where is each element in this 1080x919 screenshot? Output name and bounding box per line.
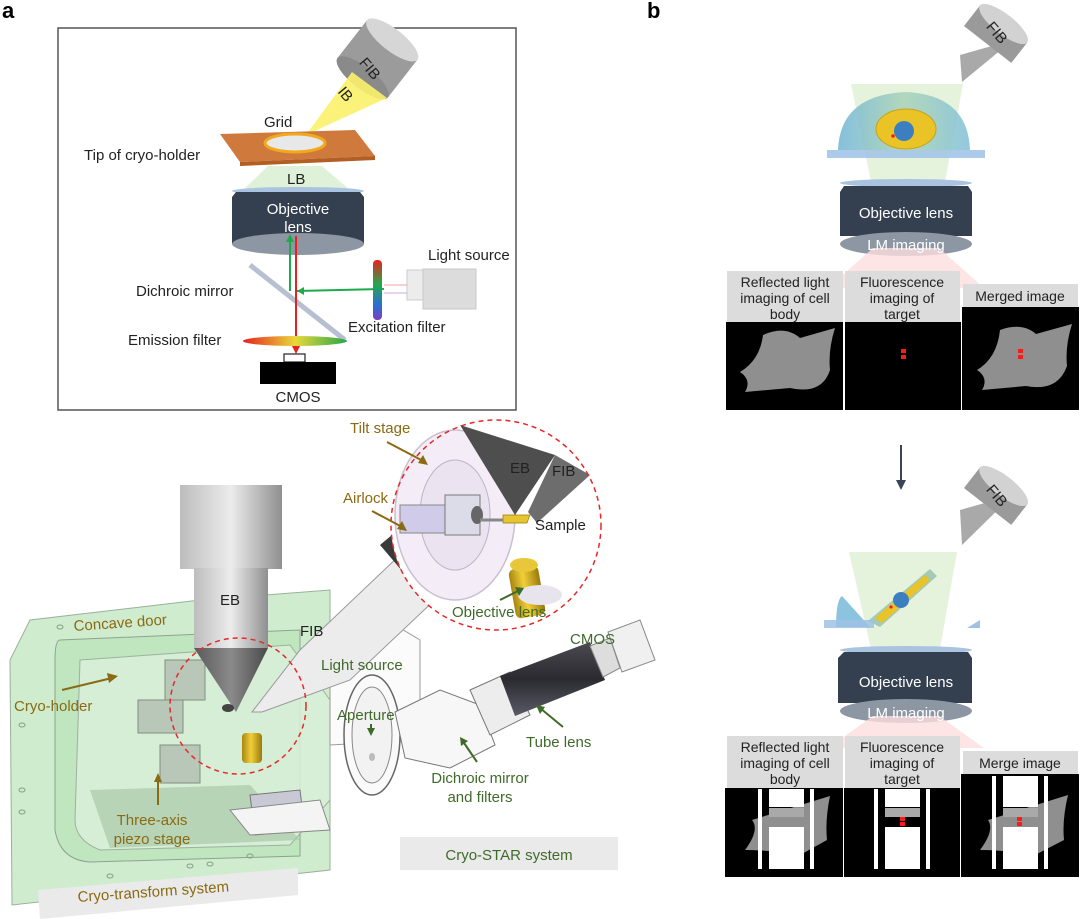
inset-fib-label: FIB (552, 463, 575, 480)
excitation-ray (296, 288, 385, 292)
sample-label: Sample (535, 517, 586, 534)
b-top-tile3-line1: Merged image (975, 288, 1065, 304)
b-bottom-objective-lens-icon (828, 646, 984, 748)
grid-label: Grid (264, 114, 292, 131)
b-bottom-tile2-line3: target (884, 771, 920, 787)
grid-icon (263, 132, 327, 154)
dichroic-cad-label-line1: Dichroic mirror (431, 770, 529, 787)
b-bottom-tile1-line2: imaging of cell (740, 755, 830, 771)
b-top-tile2-line3: target (884, 306, 920, 322)
panel-letter-a: a (2, 0, 15, 23)
b-top-objective-label: Objective lens (859, 205, 953, 222)
b-bottom-tile2-line1: Fluorescence (860, 739, 944, 755)
b-top-tile1-line1: Reflected light (741, 274, 830, 290)
airlock-arrow (371, 510, 405, 529)
cryo-star-system-box (400, 837, 618, 870)
aperture-flange (343, 674, 401, 796)
b-bottom-image-tile-merged (961, 751, 1079, 877)
excitation-label: Excitation filter (348, 319, 446, 336)
b-top-objective-lens-icon (828, 179, 984, 288)
b-bottom-tile1-line3: body (770, 771, 800, 787)
inset-eb-label: EB (510, 460, 530, 477)
inset-highlight-circle (390, 419, 602, 631)
tilt-stage-label: Tilt stage (350, 420, 410, 437)
b-bottom-image-tile-fluorescence (844, 736, 960, 877)
chamber-highlight-circle (169, 637, 307, 775)
b-top-image-tile-fluorescence (845, 271, 961, 410)
stage-base (229, 789, 331, 836)
b-bottom-lm-label: LM imaging (867, 705, 945, 722)
ion-beam (306, 72, 387, 135)
cryo-transform-system-box (38, 868, 298, 919)
tube-lens-arrow (539, 707, 564, 728)
b-bottom-fib-icon (960, 465, 1029, 545)
light-beam (243, 166, 350, 190)
fib-column-label: FIB (300, 623, 323, 640)
b-bottom-tile2-line2: imaging of (870, 755, 935, 771)
b-top-tile2-line2: imaging of (870, 290, 935, 306)
b-bottom-coverslip-left (824, 620, 874, 628)
b-top-coverslip (827, 150, 985, 158)
b-bottom-nucleus (893, 592, 909, 608)
eb-column (180, 485, 282, 712)
airlock-label: Airlock (343, 490, 389, 507)
b-bottom-tile1-line1: Reflected light (741, 739, 830, 755)
dichroic-cad-label-line2: and filters (447, 789, 512, 806)
light-source-label: Light source (428, 247, 510, 264)
cryo-star-system-label: Cryo-STAR system (445, 847, 572, 864)
inset-objective-arrow (499, 589, 521, 601)
b-bottom-image-tile-reflected (725, 736, 843, 877)
dichroic-mirror (248, 263, 347, 342)
inset-tilt-stage (391, 420, 601, 630)
emission-label: Emission filter (128, 332, 221, 349)
b-bottom-tile3-line1: Merge image (979, 755, 1061, 771)
b-top-image-tile-merged (962, 284, 1079, 410)
light-source-icon (384, 268, 477, 310)
objective-label-line2: lens (284, 219, 312, 236)
b-top-fib-icon (960, 3, 1029, 82)
chamber-sample (222, 704, 234, 712)
panel-letter-b: b (647, 0, 660, 23)
tip-label: Tip of cryo-holder (84, 147, 200, 164)
emission-filter (243, 336, 347, 346)
fib-source-icon (336, 18, 419, 100)
light-source-cad-label: Light source (321, 657, 403, 674)
cmos-sensor-icon (260, 353, 336, 384)
b-top-image-tile-reflected (726, 271, 843, 410)
objective-label-line1: Objective (267, 201, 330, 218)
light-beam-label: LB (287, 171, 305, 188)
objective-lens-icon (232, 187, 364, 255)
piezo-stage-label-line2: piezo stage (114, 831, 191, 848)
dichroic-label: Dichroic mirror (136, 283, 234, 300)
b-bottom-objective-label: Objective lens (859, 674, 953, 691)
chamber-objective-lens (242, 733, 262, 763)
piezo-stage-label-line1: Three-axis (117, 812, 188, 829)
concave-door-label: Concave door (73, 612, 167, 635)
excitation-filter (373, 260, 382, 320)
cmos-label: CMOS (276, 389, 321, 406)
b-top-lm-label: LM imaging (867, 237, 945, 254)
b-bottom-coverslip-right (967, 620, 980, 628)
tilt-stage-arrow (386, 441, 426, 463)
dichroic-cad-arrow (461, 739, 478, 763)
cryo-holder-arrow (61, 677, 113, 691)
aperture-label: Aperture (337, 707, 395, 724)
inset-objective-lens-label: Objective lens (452, 604, 546, 621)
cmos-cad-label: CMOS (570, 631, 615, 648)
tube-lens-label: Tube lens (526, 734, 591, 751)
eb-column-label: EB (220, 592, 240, 609)
b-bottom-dome-remnant (836, 596, 870, 627)
b-top-tile1-line3: body (770, 306, 800, 322)
optical-arm (394, 619, 656, 769)
b-top-tile2-line1: Fluorescence (860, 274, 944, 290)
aperture-arrow (367, 728, 375, 736)
piezo-stage (137, 659, 206, 784)
cryo-holder-label: Cryo-holder (14, 698, 92, 715)
b-top-tile1-line2: imaging of cell (740, 290, 830, 306)
b-top-nucleus (894, 121, 914, 141)
